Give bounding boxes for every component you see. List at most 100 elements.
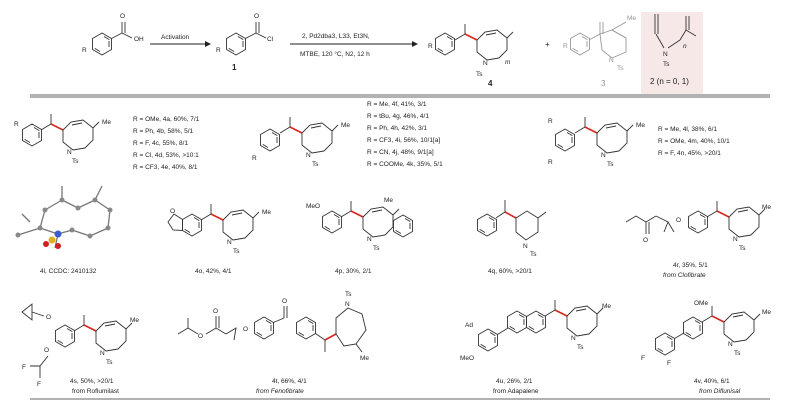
atom-label: Ad: [465, 322, 473, 329]
atom-label: R: [14, 121, 19, 128]
atom-label: OH: [134, 36, 144, 43]
atom-label: MeO: [306, 203, 320, 210]
conditions-bottom: MTBE, 120 °C, N2, 12 h: [300, 50, 370, 58]
atom-label: O: [120, 13, 125, 20]
entry: R = F, 4n, 45%, >20/1: [658, 150, 721, 157]
atom-label: N: [345, 301, 350, 308]
scheme-row: O OH R Activation O Cl R 1 2, Pd2dba3, L…: [82, 12, 703, 94]
atom-label: Ts: [312, 161, 319, 168]
atom-label: Me: [360, 355, 369, 362]
atom-label: O: [198, 333, 203, 340]
atom-label: N: [733, 236, 738, 243]
entry: R = CF3, 4e, 40%, 8/1: [133, 164, 198, 171]
atom-label: MeO: [460, 355, 474, 362]
structure-4r: O O N Ts Me: [625, 200, 771, 252]
atom-label: Ts: [72, 158, 79, 165]
atom-label: O: [643, 237, 648, 244]
atom-label: Me: [102, 119, 111, 126]
atom-label: F: [641, 355, 645, 362]
atom-label: N: [67, 149, 72, 156]
atom-label: O: [213, 308, 218, 315]
atom-label: Ts: [617, 65, 624, 72]
plus-sign: +: [545, 40, 550, 49]
entry: R = Me, 4f, 41%, 3/1: [367, 101, 427, 108]
compound-label: 4v, 40%, 6/1: [694, 378, 730, 385]
atom-label: O: [676, 217, 681, 224]
entry: R = OMe, 4m, 40%, 10/1: [658, 138, 730, 145]
atom-label: Ts: [530, 251, 537, 258]
substrate-list-b: R = Me, 4f, 41%, 3/1 R = tBu, 4g, 46%, 4…: [367, 101, 443, 168]
atom-label: Ts: [476, 71, 483, 78]
atom-label: O: [254, 13, 259, 20]
atom-label: R: [252, 155, 257, 162]
compound-source: from Diflunisal: [699, 388, 741, 395]
conditions-top: 2, Pd2dba3, L33, Et3N,: [302, 33, 370, 40]
compound-number: 3: [601, 79, 606, 88]
atom-label: N: [523, 243, 528, 250]
entry: R = F, 4c, 55%, 8/1: [133, 140, 188, 147]
compound-source: from Roflumilast: [72, 388, 119, 395]
atom-label: N: [367, 236, 372, 243]
atom-label: N: [227, 239, 232, 246]
compound-label: 4q, 60%, >20/1: [488, 268, 532, 275]
atom-label: Me: [262, 209, 271, 216]
atom-label: Ts: [734, 350, 741, 357]
atom-label: Ts: [233, 248, 240, 255]
atom-label: Ts: [345, 291, 352, 298]
atom-label: O: [170, 208, 175, 215]
reagent-box: [641, 12, 703, 94]
compound-source: from Adapalene: [493, 388, 539, 395]
atom-label: Me: [602, 303, 611, 310]
compound-number: 4: [488, 79, 493, 88]
entry: R = OMe, 4a, 60%, 7/1: [133, 116, 200, 123]
atom-label: Me: [341, 122, 350, 129]
atom-label: R: [563, 43, 568, 50]
atom-label: Ts: [739, 245, 746, 252]
structure-4s: O O F F N Ts Me: [21, 303, 139, 388]
atom-label: F: [37, 381, 41, 388]
compound-label: 4u, 26%, 2/1: [496, 378, 533, 385]
entry: R = Ph, 4h, 42%, 3/1: [367, 125, 428, 132]
atom-label: N: [483, 60, 488, 67]
atom-label: R: [82, 47, 87, 54]
atom-label: R: [428, 43, 433, 50]
atom-label: Me: [130, 317, 139, 324]
entry: R = Me, 4l, 38%, 6/1: [658, 126, 717, 133]
atom-label: N: [100, 350, 105, 357]
compound-source: from Clofibrate: [663, 272, 706, 279]
atom-label: O: [282, 298, 287, 305]
compound-label: 4p, 30%, 2/1: [335, 268, 372, 275]
atom-label: O: [243, 326, 248, 333]
atom-label: F: [22, 364, 26, 371]
compound-number: 2 (n = 0, 1): [650, 77, 689, 86]
atom-label: N: [609, 57, 614, 64]
atom-label: F: [667, 360, 671, 367]
atom-label: N: [601, 152, 606, 159]
structure-4v: F F OMe N Ts Me: [641, 300, 771, 367]
atom-label: O: [46, 314, 51, 321]
entry: R = CN, 4j, 48%, 9/1[a]: [367, 149, 434, 156]
atom-label: N: [306, 152, 311, 159]
arrow-label: Activation: [161, 34, 190, 41]
structure-4t: O O O O N Ts Me: [177, 291, 369, 362]
atom-label: Me: [627, 15, 636, 22]
compound-label: 4o, 42%, 4/1: [195, 268, 232, 275]
atom-label: R: [216, 47, 221, 54]
atom-label: N: [663, 51, 668, 58]
entry: R = tBu, 4g, 46%, 4/1: [367, 113, 429, 120]
atom-label: R: [548, 159, 553, 166]
atom-label: Me: [636, 122, 645, 129]
entry: R = Cl, 4d, 53%, >10:1: [133, 152, 199, 159]
compound-label: 4l, CCDC: 2410132: [40, 268, 97, 275]
atom-label: Me: [762, 309, 771, 316]
atom-label: N: [728, 341, 733, 348]
substrate-list-a: R = OMe, 4a, 60%, 7/1 R = Ph, 4b, 58%, 5…: [133, 116, 200, 171]
substrate-list-c: R = Me, 4l, 38%, 6/1 R = OMe, 4m, 40%, 1…: [658, 126, 730, 157]
xray-structure-image: [15, 185, 113, 249]
atom-label: Me: [384, 197, 393, 204]
row1-structures: R N Ts Me R N Ts Me R R N Ts Me: [14, 113, 645, 168]
atom-label: OMe: [694, 300, 708, 307]
structure-4u: Ad MeO N Ts Me: [460, 299, 611, 362]
compound-label: 4s, 50%, >20/1: [70, 378, 114, 385]
entry: R = COOMe, 4k, 35%, 5/1: [367, 161, 443, 168]
